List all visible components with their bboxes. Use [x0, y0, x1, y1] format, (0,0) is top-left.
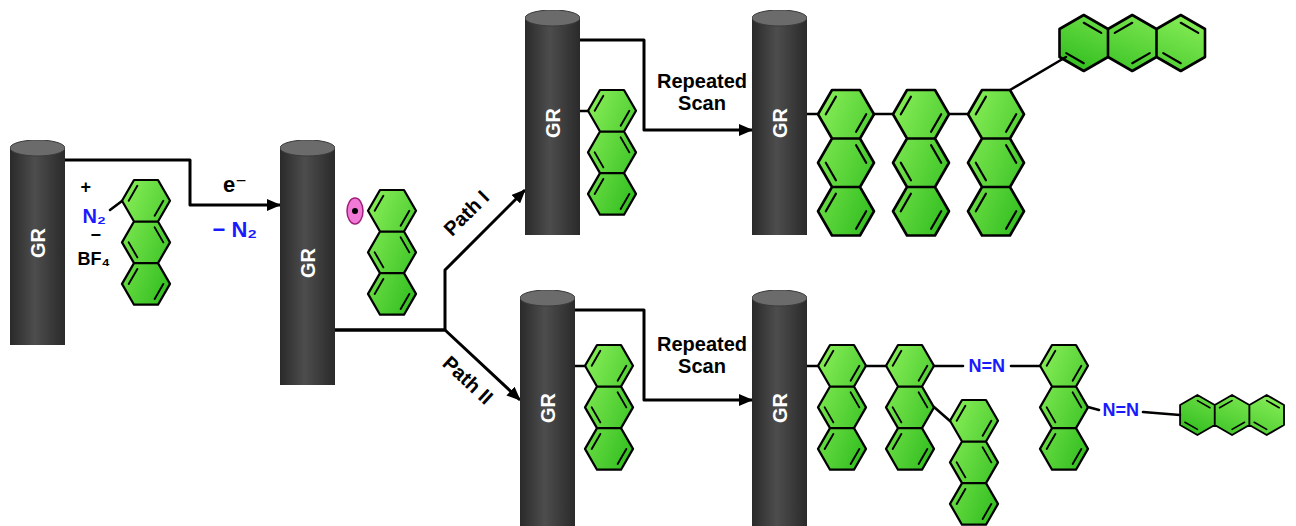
grafted-anthracene	[585, 345, 633, 470]
reaction-arrow	[65, 160, 280, 205]
arrow-label: Path II	[439, 351, 498, 408]
cylinder-body	[752, 18, 807, 235]
bond-line	[1010, 57, 1066, 90]
electrode-cylinder: GR	[280, 140, 335, 385]
cylinder-top	[752, 290, 807, 306]
chain-anthracene	[893, 90, 949, 236]
chemical-label: BF₄	[78, 250, 111, 270]
terminal-anthracene	[1180, 395, 1284, 435]
cylinder-top	[525, 10, 580, 26]
cylinder-top	[10, 140, 65, 156]
radical-orbital	[347, 198, 363, 224]
chemical-label: N₂	[83, 205, 106, 227]
diazonium-anthracene	[122, 180, 170, 305]
chemical-label: N=N	[1103, 401, 1140, 421]
electrode-cylinder: GR	[752, 290, 807, 526]
radical-anthracene	[368, 190, 416, 315]
radical-dot	[352, 208, 358, 214]
bond-line	[807, 113, 818, 116]
orbital-lobe	[347, 198, 363, 224]
reaction-arrow	[580, 40, 752, 130]
bond-line	[949, 113, 968, 116]
electrode-label: GR	[296, 248, 319, 278]
cylinder-top	[520, 290, 575, 306]
chemical-label: − N₂	[213, 218, 258, 242]
arrow-label: e⁻	[223, 173, 247, 197]
arrow-label: Repeated Scan	[654, 70, 750, 114]
bond-line	[1088, 407, 1099, 410]
terminal-anthracene	[1060, 15, 1206, 71]
bond-line	[874, 113, 893, 116]
bond-line	[1011, 365, 1040, 368]
cylinder-top	[280, 140, 335, 156]
cylinder-body	[752, 298, 807, 526]
branch-anthracene	[950, 400, 998, 525]
cylinder-top	[752, 10, 807, 26]
chain-anthracene	[1040, 345, 1088, 470]
electrode-cylinder: GR	[752, 10, 807, 235]
chemical-label: N=N	[969, 357, 1006, 377]
chain-anthracene	[886, 345, 934, 470]
arrow-label: Repeated Scan	[654, 333, 750, 377]
chemical-label: −	[91, 226, 102, 246]
chain-anthracene	[818, 345, 866, 470]
bond-line	[866, 365, 886, 368]
anthracene-units	[122, 15, 1284, 525]
chemical-label: +	[81, 178, 92, 198]
reaction-arrow	[575, 310, 752, 400]
grafted-anthracene	[588, 90, 636, 215]
cylinder-body	[520, 298, 575, 526]
bond-line	[110, 201, 122, 210]
bond-line	[1143, 412, 1180, 415]
chain-anthracene	[968, 90, 1024, 236]
electrode-label: GR	[536, 393, 559, 423]
cylinder-body	[280, 148, 335, 385]
cylinder-body	[525, 18, 580, 235]
electrode-cylinder: GR	[520, 290, 575, 526]
reaction-arrow	[335, 190, 525, 330]
bond-line	[934, 407, 950, 421]
electrode-cylinder: GR	[525, 10, 580, 235]
electrode-label: GR	[768, 393, 791, 423]
bond-line	[580, 110, 588, 113]
electrode-label: GR	[541, 108, 564, 138]
electrode-label: GR	[768, 108, 791, 138]
bond-line	[575, 365, 585, 368]
arrow-label: Path I	[439, 186, 493, 240]
bond-line	[807, 365, 818, 368]
chain-anthracene	[818, 90, 874, 236]
electrode-label: GR	[26, 228, 49, 258]
bond-line	[934, 365, 963, 368]
cylinder-body	[10, 148, 65, 345]
electrode-cylinder: GR	[10, 140, 65, 345]
